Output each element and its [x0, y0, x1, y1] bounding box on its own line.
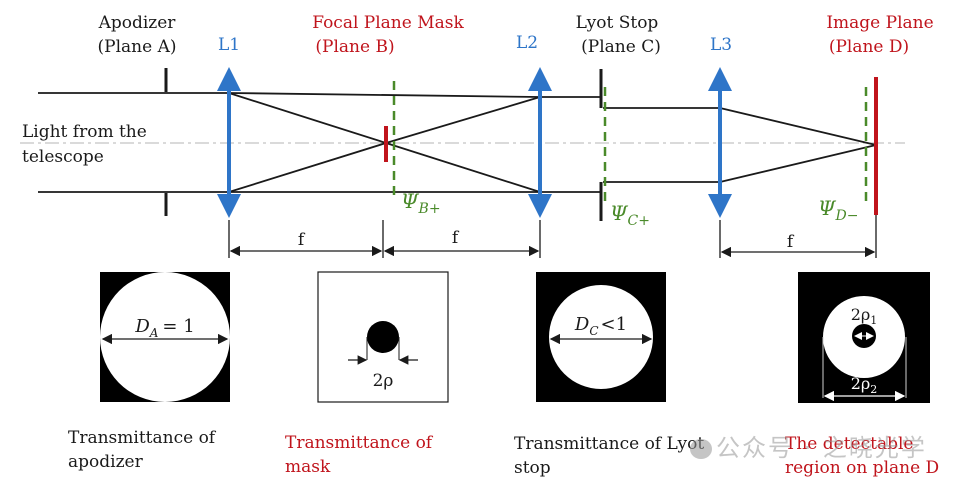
- mask-diameter-label: 2ρ: [373, 371, 394, 391]
- lyot-diameter-label: DC<1: [574, 314, 627, 338]
- mask-caption-line1: Transmittance of: [285, 433, 433, 453]
- apodizer-caption: Transmittance of apodizer: [68, 426, 215, 474]
- ray-paths: [38, 92, 877, 193]
- focal-length-label-1: f: [298, 230, 306, 250]
- psi-b-label: ΨB+: [401, 189, 441, 217]
- apodizer-subtitle: (Plane A): [98, 37, 177, 57]
- watermark-text: 公众号 · 之晓光学: [716, 434, 927, 462]
- lyot-transmittance-panel: DC<1: [536, 272, 666, 402]
- lens-label-l3: L3: [710, 35, 732, 55]
- apodizer-diameter-label: DA= 1: [134, 316, 194, 340]
- detectable-caption: The detectable region on plane D: [785, 432, 939, 480]
- outer-diameter-label: 2ρ2: [851, 374, 878, 396]
- apodizer-transmittance-panel: DA= 1: [100, 272, 230, 402]
- inner-diameter-label: 2ρ1: [851, 305, 878, 327]
- lyot-subtitle: (Plane C): [581, 37, 661, 57]
- focal-length-label-3: f: [787, 232, 795, 252]
- mask-caption-line2: mask: [285, 457, 331, 477]
- mask-caption: Transmittance of mask: [285, 431, 432, 479]
- lyot-caption: Transmittance of Lyot stop: [514, 432, 704, 480]
- focal-length-label-2: f: [452, 228, 460, 248]
- psi-d-label: ΨD−: [818, 196, 859, 224]
- apodizer-caption-line2: apodizer: [68, 452, 143, 472]
- wechat-icon: [690, 439, 712, 459]
- apodizer-title: Apodizer: [98, 13, 177, 33]
- psi-c-label: ΨC+: [610, 201, 650, 229]
- lens-label-l1: L1: [218, 35, 240, 55]
- image-title: Image Plane: [826, 13, 933, 33]
- lens-label-l2: L2: [516, 33, 538, 53]
- source-label-line1: Light from the: [22, 122, 147, 142]
- source-label-line2: telescope: [22, 147, 104, 167]
- detectable-caption-line1: The detectable: [785, 434, 914, 454]
- mask-transmittance-panel: 2ρ: [317, 271, 449, 403]
- lyot-title: Lyot Stop: [576, 13, 659, 33]
- lyot-caption-line1: Transmittance of Lyot: [514, 434, 705, 454]
- apodizer-caption-line1: Transmittance of: [68, 428, 216, 448]
- lyot-caption-line2: stop: [514, 458, 551, 478]
- mask-subtitle: (Plane B): [315, 37, 394, 57]
- image-subtitle: (Plane D): [829, 37, 909, 57]
- watermark: 公众号 · 之晓光学: [690, 428, 927, 463]
- detectable-caption-line2: region on plane D: [785, 458, 940, 478]
- detectable-region-panel: 2ρ1 2ρ2: [798, 272, 930, 403]
- focal-dimensions: [228, 215, 877, 258]
- mask-title: Focal Plane Mask: [312, 13, 464, 33]
